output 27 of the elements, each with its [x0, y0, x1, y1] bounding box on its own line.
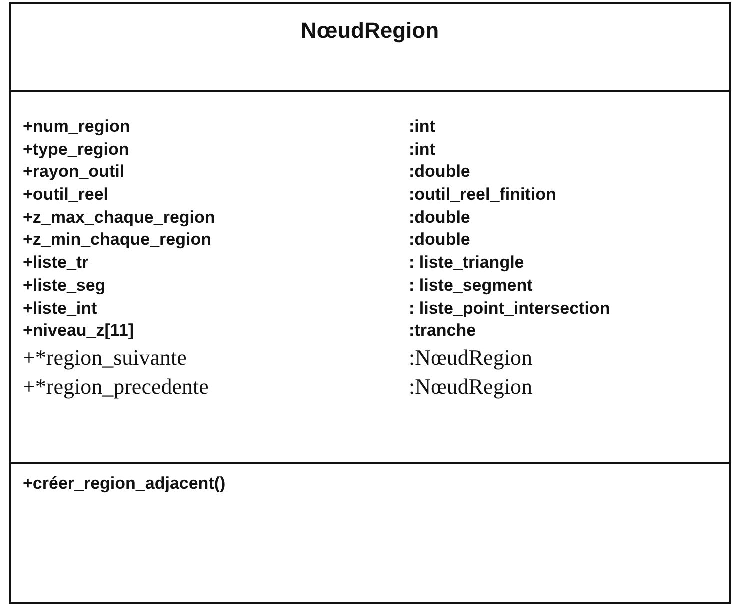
attribute-name: +liste_seg — [23, 276, 106, 295]
class-name: NœudRegion — [300, 18, 440, 45]
attribute-type: :NœudRegion — [409, 374, 532, 399]
attribute-type: :double — [409, 162, 470, 182]
attribute-name: +outil_reel — [23, 185, 109, 204]
class-box — [9, 2, 731, 604]
method-name: +créer_region_adjacent() — [23, 474, 226, 493]
attribute-type: : liste_segment — [409, 276, 533, 295]
attribute-name: +rayon_outil — [23, 162, 125, 182]
attribute-name: +z_min_chaque_region — [23, 230, 212, 250]
attribute-name: +*region_suivante — [23, 344, 187, 370]
attribute-type: :double — [409, 230, 470, 250]
attribute-name: +z_max_chaque_region — [23, 208, 216, 227]
attribute-name: +*region_precedente — [23, 374, 209, 399]
attribute-type: :outil_reel_finition — [409, 185, 556, 204]
attribute-type: :int — [409, 140, 436, 159]
attribute-type: :tranche — [409, 321, 476, 340]
attribute-name: +type_region — [23, 140, 130, 159]
attribute-type: :NœudRegion — [409, 344, 532, 370]
attribute-type: : liste_point_intersection — [409, 298, 610, 318]
attribute-type: : liste_triangle — [409, 253, 524, 272]
attribute-name: +niveau_z[11] — [23, 321, 134, 340]
attribute-name: +liste_tr — [23, 253, 89, 272]
attribute-type: :int — [409, 117, 436, 136]
attribute-name: +num_region — [23, 117, 130, 136]
attribute-type: :double — [409, 208, 470, 227]
attribute-name: +liste_int — [23, 298, 98, 318]
